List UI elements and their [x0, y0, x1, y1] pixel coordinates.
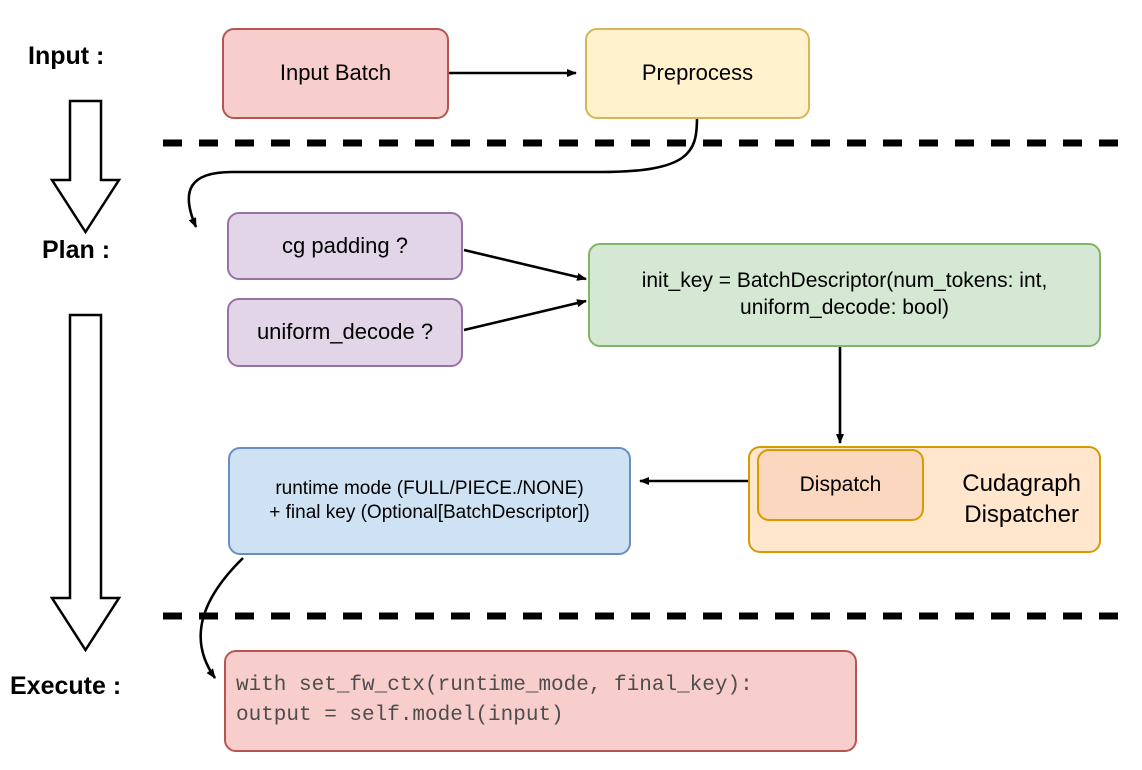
stage-label-input: Input :	[28, 42, 105, 70]
arrow-cg-padding-to-init-key	[463, 248, 587, 281]
node-input-batch-label: Input Batch	[279, 60, 392, 86]
node-init-key[interactable]: init_key = BatchDescriptor(num_tokens: i…	[588, 243, 1101, 347]
arrow-preprocess-to-cg-padding	[187, 117, 699, 228]
node-cg-padding[interactable]: cg padding ?	[227, 212, 463, 280]
node-init-key-label: init_key = BatchDescriptor(num_tokens: i…	[641, 269, 1048, 319]
node-code-block-text: with set_fw_ctx(runtime_mode, final_key)…	[236, 673, 753, 727]
node-preprocess-label: Preprocess	[641, 60, 754, 86]
node-runtime-mode-label: runtime mode (FULL/PIECE./NONE) + final …	[269, 477, 590, 523]
node-uniform-decode-label: uniform_decode ?	[256, 319, 434, 345]
arrow-uniform-decode-to-init-key	[463, 299, 587, 332]
node-uniform-decode[interactable]: uniform_decode ?	[227, 298, 463, 367]
stage-label-plan: Plan :	[42, 236, 111, 264]
node-code-block[interactable]: with set_fw_ctx(runtime_mode, final_key)…	[224, 650, 857, 752]
node-input-batch[interactable]: Input Batch	[222, 28, 449, 119]
node-dispatch[interactable]: Dispatch	[757, 449, 924, 521]
node-preprocess[interactable]: Preprocess	[585, 28, 810, 119]
node-cudagraph-dispatcher-label: Cudagraph Dispatcher	[962, 469, 1081, 528]
node-runtime-mode[interactable]: runtime mode (FULL/PIECE./NONE) + final …	[228, 447, 631, 555]
node-dispatch-label: Dispatch	[799, 472, 882, 496]
arrow-runtime-mode-to-code-block	[199, 557, 244, 679]
stage-arrow-plan-to-execute	[49, 313, 122, 653]
stage-arrow-input-to-plan	[49, 99, 122, 235]
stage-label-execute: Execute :	[10, 672, 122, 700]
node-cg-padding-label: cg padding ?	[282, 232, 408, 258]
